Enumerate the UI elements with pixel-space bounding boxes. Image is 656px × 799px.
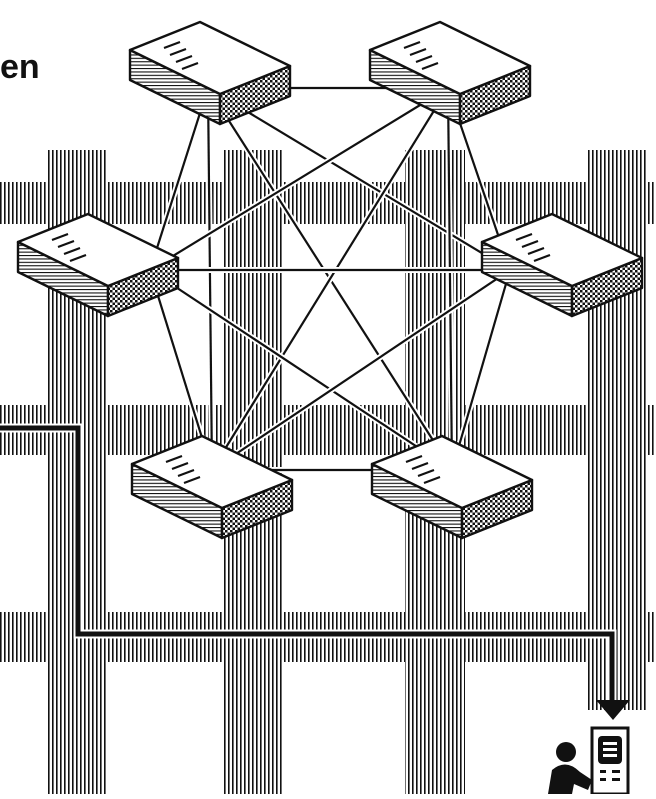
node-slot — [169, 47, 187, 57]
server-node-icon — [130, 434, 294, 540]
network-nodes — [16, 20, 644, 540]
node-top-face — [16, 212, 180, 288]
server-node-icon — [480, 212, 644, 318]
network-link — [149, 269, 453, 471]
node-top-face — [370, 434, 534, 510]
node-slot — [63, 246, 81, 256]
node-slot — [515, 232, 533, 242]
node-slot — [521, 239, 539, 249]
node-slot — [403, 40, 421, 50]
arrow-down-icon — [596, 700, 630, 720]
node-slot — [417, 468, 435, 478]
node-slot — [405, 454, 423, 464]
node-slot — [421, 61, 439, 71]
node-slot — [415, 54, 433, 64]
node-slot — [409, 47, 427, 57]
network-link — [206, 87, 214, 471]
network-link — [149, 87, 449, 271]
node-top-face — [480, 212, 644, 288]
heading-fragment: en — [0, 48, 40, 86]
node-slot — [423, 475, 441, 485]
node-slot — [533, 253, 551, 263]
node-slot — [527, 246, 545, 256]
terminal-icon — [590, 726, 630, 796]
node-slot — [171, 461, 189, 471]
trunk-path — [0, 425, 615, 700]
network-link — [450, 269, 512, 471]
network-link — [446, 87, 454, 471]
node-slot — [181, 61, 199, 71]
trunk-line — [0, 423, 630, 720]
node-top-face — [128, 20, 292, 96]
server-node-icon — [128, 20, 292, 126]
server-node-icon — [368, 20, 532, 126]
node-top-face — [368, 20, 532, 96]
network-link — [207, 87, 511, 271]
node-slot — [411, 461, 429, 471]
node-slot — [163, 40, 181, 50]
node-slot — [165, 454, 183, 464]
network-link — [211, 87, 449, 471]
network-link — [148, 87, 210, 271]
server-node-icon — [370, 434, 534, 540]
node-slot — [183, 475, 201, 485]
node-slot — [57, 239, 75, 249]
server-node-icon — [16, 212, 180, 318]
user-icon — [548, 742, 592, 794]
node-top-face — [130, 434, 294, 510]
network-link — [211, 269, 511, 471]
node-slot — [175, 54, 193, 64]
stripe-band — [0, 405, 656, 455]
node-slot — [69, 253, 87, 263]
node-slot — [177, 468, 195, 478]
node-slot — [51, 232, 69, 242]
